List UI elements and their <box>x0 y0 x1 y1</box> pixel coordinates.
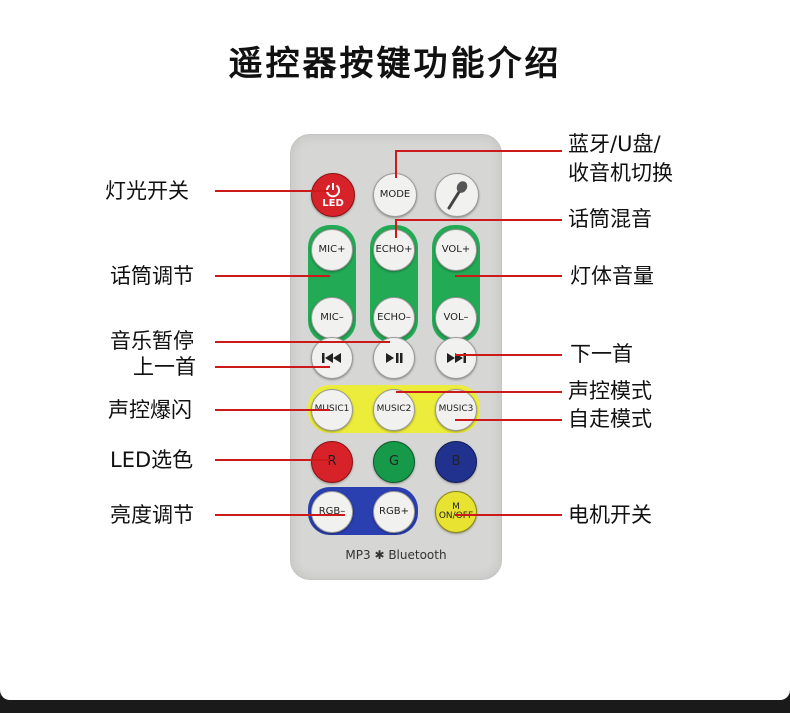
label-next: 下一首 <box>570 342 633 366</box>
motor-button-label-1: M <box>452 501 460 512</box>
rgb-minus-label: RGB– <box>318 505 346 517</box>
mode-button-label: MODE <box>379 188 411 200</box>
music3-label: MUSIC3 <box>438 404 474 415</box>
line-mic-mix <box>395 219 562 238</box>
echo-plus-label: ECHO+ <box>375 243 413 255</box>
led-button-label: LED <box>322 197 344 209</box>
mic-plus-label: MIC+ <box>318 243 346 255</box>
play-pause-icon <box>386 353 403 363</box>
previous-icon <box>322 353 341 363</box>
rgb-plus-label: RGB+ <box>379 505 409 517</box>
microphone-icon <box>447 181 468 210</box>
label-mic-adjust: 话筒调节 <box>110 264 194 288</box>
label-light-volume: 灯体音量 <box>570 264 654 288</box>
vol-plus-label: VOL+ <box>441 243 471 255</box>
label-mode-switch-2: 收音机切换 <box>568 161 673 185</box>
green-button[interactable]: G <box>373 441 415 483</box>
mode-button[interactable]: MODE <box>373 173 417 217</box>
vol-minus-label: VOL– <box>443 311 469 323</box>
remote-control: LED MODE MIC+ ECHO+ VOL+ MIC– ECHO– <box>290 134 502 580</box>
brand-label: MP3 ✱ Bluetooth <box>345 548 447 562</box>
label-mic-mix: 话筒混音 <box>568 207 652 231</box>
echo-plus-button[interactable]: ECHO+ <box>373 229 415 271</box>
vol-minus-button[interactable]: VOL– <box>435 297 477 339</box>
previous-button[interactable] <box>311 337 353 379</box>
blue-label: B <box>451 454 461 470</box>
line-mode-switch <box>395 150 562 178</box>
mic-minus-label: MIC– <box>320 311 344 323</box>
play-pause-button[interactable] <box>373 337 415 379</box>
music3-button[interactable]: MUSIC3 <box>435 389 477 431</box>
red-button[interactable]: R <box>311 441 353 483</box>
label-flash: 声控爆闪 <box>108 398 192 422</box>
power-icon <box>326 182 340 198</box>
microphone-button[interactable] <box>435 173 479 217</box>
blue-button[interactable]: B <box>435 441 477 483</box>
vol-plus-button[interactable]: VOL+ <box>435 229 477 271</box>
label-previous: 上一首 <box>133 355 196 379</box>
label-brightness: 亮度调节 <box>110 503 194 527</box>
red-label: R <box>327 454 337 470</box>
music1-label: MUSIC1 <box>314 404 350 415</box>
page-title: 遥控器按键功能介绍 <box>228 44 562 84</box>
label-play-pause: 音乐暂停 <box>110 329 194 353</box>
label-motor-switch: 电机开关 <box>568 503 652 527</box>
label-mode-switch-1: 蓝牙/U盘/ <box>568 132 661 156</box>
label-led-color: LED选色 <box>110 448 194 472</box>
mic-minus-button[interactable]: MIC– <box>311 297 353 339</box>
music2-label: MUSIC2 <box>376 404 412 415</box>
label-auto-mode: 自走模式 <box>568 407 652 431</box>
rgb-plus-button[interactable]: RGB+ <box>373 491 415 533</box>
echo-minus-label: ECHO– <box>377 311 411 323</box>
label-voice-mode: 声控模式 <box>568 379 652 403</box>
rgb-minus-button[interactable]: RGB– <box>311 491 353 533</box>
led-power-button[interactable]: LED <box>311 173 355 217</box>
label-led-switch: 灯光开关 <box>105 179 189 203</box>
music2-button[interactable]: MUSIC2 <box>373 389 415 431</box>
mic-plus-button[interactable]: MIC+ <box>311 229 353 271</box>
next-button[interactable] <box>435 337 477 379</box>
green-label: G <box>388 454 400 470</box>
